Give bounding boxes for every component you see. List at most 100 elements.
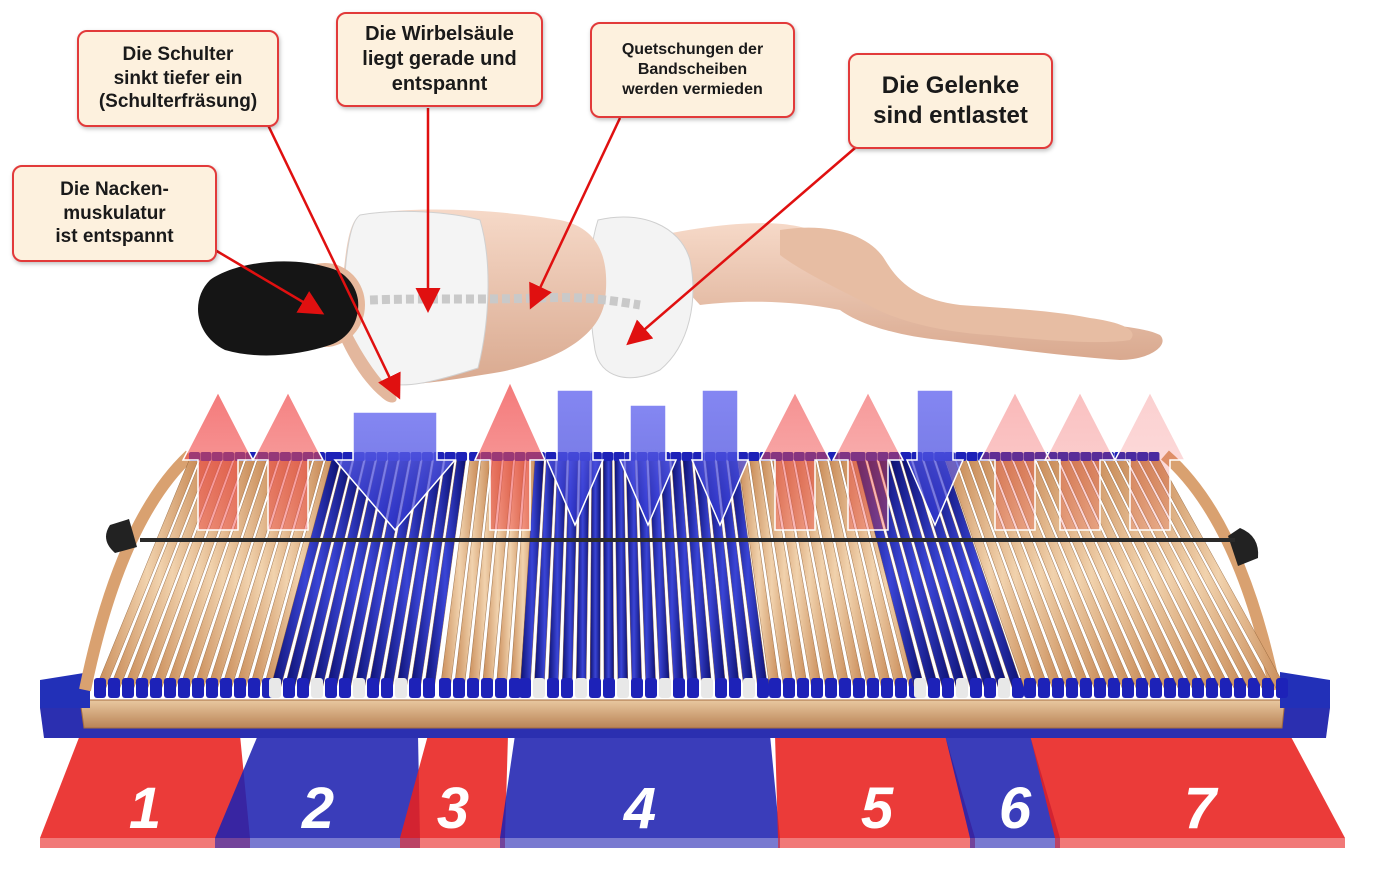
slat-cap: [895, 678, 907, 698]
support-arrow-up: [473, 380, 547, 531]
callout-shoulder: Die Schulter sinkt tiefer ein (Schulterf…: [77, 30, 279, 127]
slat: [602, 457, 615, 691]
pointer-nacken: [214, 248, 325, 315]
zone-number: 3: [437, 776, 469, 841]
relief-arrow-down: [618, 404, 678, 527]
slat-cap: [1178, 678, 1190, 698]
slat-cap: [453, 678, 465, 698]
zone-plate: [500, 735, 780, 838]
slat-cap: [495, 678, 507, 698]
slat-cap: [1108, 678, 1120, 698]
support-arrow-up: [1113, 390, 1187, 531]
relief-arrow-down: [545, 389, 605, 527]
slat-cap: [395, 678, 407, 698]
zone-4: 4: [500, 735, 780, 848]
slat-cap: [206, 678, 218, 698]
pointer-gelenke: [626, 147, 856, 346]
slat-cap: [881, 678, 893, 698]
callout-discs: Quetschungen der Bandscheiben werden ver…: [590, 22, 795, 118]
slat-cap: [1066, 678, 1078, 698]
slat-cap: [234, 678, 246, 698]
slat-cap: [248, 678, 260, 698]
slat-cap: [867, 678, 879, 698]
slat-cap: [1052, 678, 1064, 698]
slat-cap: [519, 678, 531, 698]
zone-7: 7: [1030, 735, 1345, 848]
slat-cap: [192, 678, 204, 698]
slat-cap: [715, 678, 727, 698]
relief-arrow-down: [905, 389, 965, 527]
zone-plate-edge: [40, 838, 250, 848]
zone-6: 6: [945, 735, 1060, 848]
slat-cap: [589, 678, 601, 698]
slat-cap: [1150, 678, 1162, 698]
slat-cap: [757, 678, 769, 698]
zone-number: 1: [129, 776, 161, 841]
slat-cap: [1024, 678, 1036, 698]
zone-number: 4: [623, 776, 656, 841]
slat-cap: [701, 678, 713, 698]
right-strap: [1228, 528, 1259, 566]
support-arrow-up: [251, 390, 325, 531]
slat-cap-top: [342, 452, 354, 461]
zone-plate-edge: [778, 838, 975, 848]
callout-pointers: [214, 108, 856, 400]
slat-cap-top: [456, 452, 468, 461]
slat-cap: [942, 678, 954, 698]
slat-cap: [1012, 678, 1024, 698]
slat-cap: [603, 678, 615, 698]
slat-cap: [561, 678, 573, 698]
left-strap: [106, 519, 137, 553]
slat-cap: [673, 678, 685, 698]
zone-plate-edge: [215, 838, 420, 848]
zone-3: 3: [400, 735, 508, 848]
slat-cap: [645, 678, 657, 698]
slat-cap: [811, 678, 823, 698]
support-arrow-up: [181, 390, 255, 531]
slat-cap: [150, 678, 162, 698]
slat-cap: [1262, 678, 1274, 698]
slat-cap: [269, 678, 281, 698]
zone-1: 1: [40, 735, 250, 848]
zone-plate-edge: [500, 838, 780, 848]
slat-cap: [297, 678, 309, 698]
slat-cap: [1220, 678, 1232, 698]
zone-number: 2: [301, 776, 334, 841]
zone-number: 7: [1184, 776, 1219, 841]
slat-cap: [687, 678, 699, 698]
hair: [198, 261, 359, 356]
zone-plate: [40, 735, 250, 838]
slat-cap: [122, 678, 134, 698]
zone-plate-edge: [970, 838, 1060, 848]
slat-cap: [178, 678, 190, 698]
slat-cap-top: [613, 452, 625, 461]
support-arrow-up: [831, 390, 905, 531]
pointer-schulter: [266, 124, 401, 400]
slat-cap: [928, 678, 940, 698]
slat-cap: [136, 678, 148, 698]
zone-2: 2: [215, 735, 420, 848]
slat-cap: [481, 678, 493, 698]
slat-cap: [743, 678, 755, 698]
slat-cap: [659, 678, 671, 698]
slat-cap: [283, 678, 295, 698]
slat-cap: [1206, 678, 1218, 698]
slat-cap: [1276, 678, 1288, 698]
slat-cap-top: [966, 452, 978, 461]
right-rail: [1161, 450, 1281, 692]
callout-neck: Die Nacken- muskulatur ist entspannt: [12, 165, 217, 262]
relief-arrow-down: [333, 411, 457, 532]
slat-cap: [339, 678, 351, 698]
relief-arrow-down: [690, 389, 750, 527]
zone-plate: [215, 735, 420, 838]
slat-cap-top: [602, 452, 614, 461]
slat-cap: [1038, 678, 1050, 698]
slat-cap: [783, 678, 795, 698]
zone-plate: [1030, 735, 1345, 838]
slat-cap: [509, 678, 521, 698]
slat-cap: [1136, 678, 1148, 698]
bed-frame: [40, 450, 1330, 738]
slat-cap: [409, 678, 421, 698]
